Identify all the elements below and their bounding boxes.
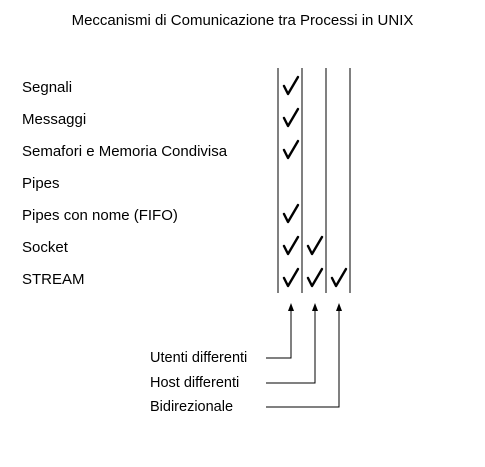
- arrow-head-icon: [312, 303, 318, 311]
- mechanism-label-messaggi: Messaggi: [22, 111, 87, 128]
- check-mark-icon: [282, 107, 300, 128]
- check-mark-icon: [282, 235, 300, 256]
- check-mark-icon: [306, 235, 324, 256]
- mechanism-label-pipes: Pipes: [22, 175, 60, 192]
- mechanism-label-stream: STREAM: [22, 271, 85, 288]
- mechanism-label-socket: Socket: [22, 239, 68, 256]
- arrow-head-icon: [288, 303, 294, 311]
- check-mark-icon: [306, 267, 324, 288]
- property-label-bidirezionale: Bidirezionale: [150, 399, 234, 415]
- leader-line-2: [266, 309, 340, 408]
- property-label-host: Host differenti: [150, 375, 240, 391]
- diagram-title: Meccanismi di Comunicazione tra Processi…: [71, 12, 414, 29]
- arrow-head-icon: [336, 303, 342, 311]
- mechanism-label-segnali: Segnali: [22, 79, 73, 96]
- check-mark-icon: [330, 267, 348, 288]
- check-mark-icon: [282, 203, 300, 224]
- mechanism-label-semafori: Semafori e Memoria Condivisa: [22, 143, 228, 160]
- check-mark-icon: [282, 75, 300, 96]
- mechanism-label-fifo: Pipes con nome (FIFO): [22, 207, 178, 224]
- check-mark-icon: [282, 139, 300, 160]
- leader-line-0: [266, 309, 292, 359]
- property-label-utenti: Utenti differenti: [150, 350, 248, 366]
- check-mark-icon: [282, 267, 300, 288]
- leader-line-1: [266, 309, 316, 384]
